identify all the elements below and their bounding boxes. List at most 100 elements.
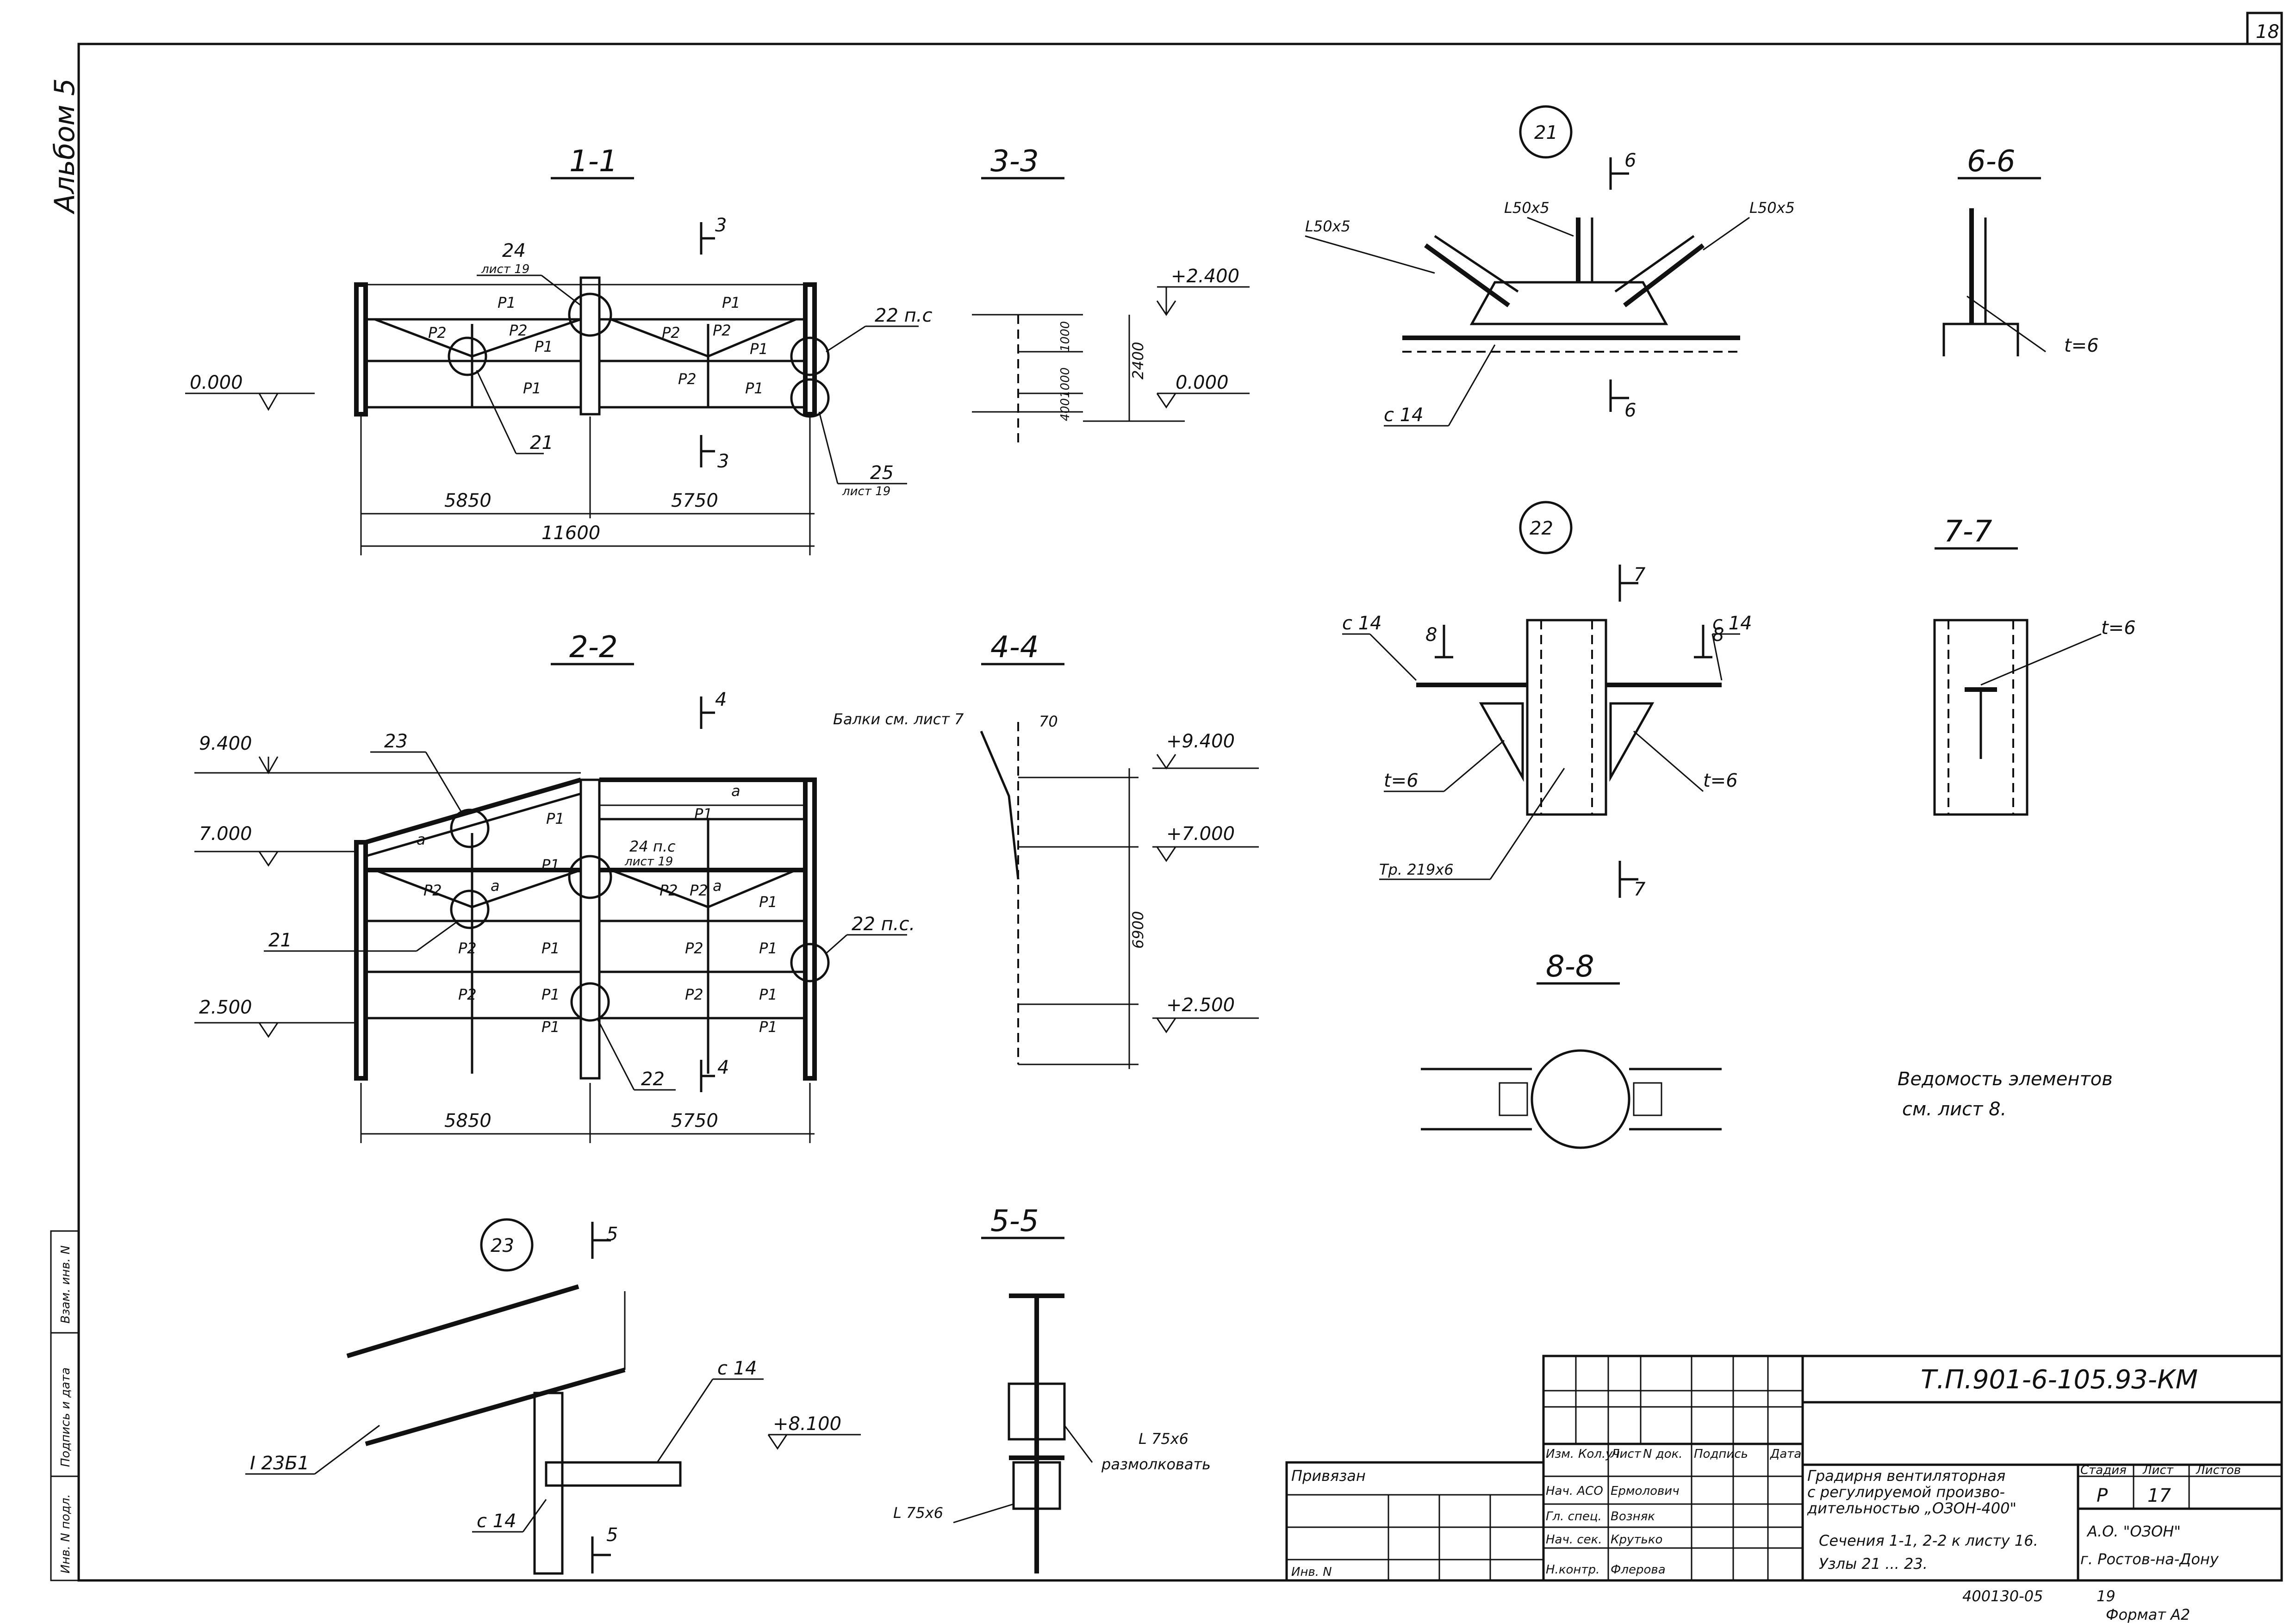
- svg-text:Р1: Р1: [541, 1018, 560, 1036]
- svg-text:Р1: Р1: [759, 893, 778, 911]
- svg-text:а: а: [491, 877, 500, 895]
- svg-text:8: 8: [1425, 624, 1437, 646]
- svg-text:5850: 5850: [444, 490, 492, 511]
- svg-text:лист 19: лист 19: [624, 855, 673, 869]
- stamp-bound: Привязан: [1291, 1467, 1366, 1485]
- svg-text:Р1: Р1: [541, 939, 560, 957]
- svg-text:5750: 5750: [671, 490, 718, 511]
- svg-text:лист 19: лист 19: [481, 262, 529, 276]
- svg-text:7-7: 7-7: [1944, 515, 1992, 549]
- svg-text:Р2: Р2: [660, 882, 678, 899]
- svg-text:г. Ростов-на-Дону: г. Ростов-на-Дону: [2080, 1550, 2219, 1568]
- svg-text:8: 8: [1712, 624, 1724, 646]
- stamp-inv: Инв. N: [1291, 1565, 1332, 1579]
- svg-text:Возняк: Возняк: [1611, 1510, 1655, 1524]
- svg-text:с 14: с 14: [717, 1358, 757, 1379]
- svg-text:Листов: Листов: [2196, 1463, 2241, 1477]
- node-21: 21 6 6 L50х5 L50х5 L50х5 с 14: [1305, 105, 1795, 427]
- footer-sheet: 19: [2097, 1587, 2116, 1605]
- node-21-bubble: [1519, 105, 1573, 159]
- svg-text:1000: 1000: [1058, 367, 1072, 398]
- svg-text:Тр. 219х6: Тр. 219х6: [1379, 861, 1454, 878]
- svg-text:2400: 2400: [1129, 342, 1147, 379]
- svg-text:Р2: Р2: [509, 322, 528, 339]
- section-8-8: 8-8: [1421, 950, 1722, 1149]
- svg-text:Р1: Р1: [541, 856, 560, 874]
- s22-level-3: 2.500: [199, 997, 252, 1018]
- svg-text:Р2: Р2: [678, 370, 697, 388]
- svg-text:23: 23: [384, 731, 408, 752]
- svg-text:Р: Р: [2097, 1485, 2108, 1506]
- svg-text:L50х5: L50х5: [1749, 199, 1795, 217]
- svg-text:Нач. АСО: Нач. АСО: [1546, 1484, 1603, 1498]
- svg-text:Р1: Р1: [759, 986, 778, 1003]
- svg-text:11600: 11600: [541, 522, 600, 544]
- node-24-callout: [568, 292, 612, 337]
- node-22: 22 7 7 с 14 с 14 8 8 t=6 t=6 Тр. 219х6: [1342, 501, 1752, 900]
- footer-num: 400130-05: [1962, 1587, 2043, 1605]
- album-label: Альбом 5: [49, 78, 81, 215]
- svg-text:+2.400: +2.400: [1171, 266, 1239, 287]
- svg-text:Р1: Р1: [722, 294, 740, 311]
- note-line-1: Ведомость элементов: [1898, 1069, 2113, 1090]
- section-5-5: 5-5 L 75х6 размолковать L 75х6: [893, 1204, 1211, 1573]
- sheet-frame: [77, 43, 2283, 1582]
- title-block: Привязан Инв. N Т.П.901-6-105.93-КМ Изм.…: [1285, 1355, 2283, 1582]
- svg-text:Лист: Лист: [2142, 1463, 2174, 1477]
- sheet-number: 18: [2256, 21, 2279, 43]
- svg-text:L 75х6: L 75х6: [893, 1504, 943, 1522]
- svg-text:5750: 5750: [671, 1110, 718, 1132]
- svg-text:Р2: Р2: [713, 322, 731, 339]
- svg-text:23: 23: [491, 1235, 514, 1256]
- svg-text:22: 22: [1530, 518, 1553, 539]
- svg-text:Лист: Лист: [1610, 1447, 1642, 1461]
- node-22-callout: [790, 336, 830, 376]
- sheet-number-box: [2246, 12, 2283, 45]
- s22-level-1: 9.400: [199, 733, 252, 754]
- stamp-code: Т.П.901-6-105.93-КМ: [1921, 1365, 2198, 1395]
- svg-text:размолковать: размолковать: [1101, 1455, 1211, 1473]
- svg-text:Гл. спец.: Гл. спец.: [1546, 1510, 1602, 1524]
- note-line-2: см. лист 8.: [1902, 1099, 2006, 1120]
- svg-text:6-6: 6-6: [1967, 144, 2016, 179]
- svg-text:I 23Б1: I 23Б1: [250, 1453, 309, 1474]
- node-23: 23 5 5 с 14 с 14 I 23Б1 +8.100: [245, 1218, 861, 1575]
- svg-text:3: 3: [717, 451, 729, 472]
- svg-text:Р1: Р1: [759, 1018, 778, 1036]
- svg-text:L50х5: L50х5: [1305, 218, 1350, 235]
- svg-text:с регулируемой произво-: с регулируемой произво-: [1807, 1483, 2005, 1501]
- column-left: [354, 282, 368, 417]
- svg-text:Флерова: Флерова: [1611, 1563, 1666, 1577]
- svg-text:t=6: t=6: [2064, 335, 2099, 356]
- svg-text:А.О. "ОЗОН": А.О. "ОЗОН": [2086, 1523, 2181, 1540]
- svg-text:24 п.с: 24 п.с: [629, 838, 676, 855]
- svg-text:Изм.: Изм.: [1546, 1447, 1574, 1461]
- section-1-1: 1-1 Р1 Р2 Р2 Р1 Р1 Р1 Р2 Р2 Р1 Р1 Р2: [185, 144, 932, 555]
- svg-text:а: а: [731, 782, 740, 800]
- svg-text:N док.: N док.: [1643, 1447, 1683, 1461]
- svg-text:5850: 5850: [444, 1110, 492, 1132]
- svg-text:0.000: 0.000: [1176, 372, 1229, 393]
- svg-text:Дата: Дата: [1770, 1447, 1801, 1461]
- svg-text:Р1: Р1: [498, 294, 516, 311]
- svg-text:22 п.с: 22 п.с: [875, 305, 932, 326]
- svg-text:Р1: Р1: [541, 986, 560, 1003]
- svg-text:8-8: 8-8: [1546, 950, 1594, 984]
- strip-repl: Взам. инв. N: [59, 1245, 73, 1324]
- svg-text:6: 6: [1624, 400, 1636, 421]
- section-6-6: 6-6 t=6: [1942, 144, 2099, 356]
- svg-text:с 14: с 14: [477, 1511, 516, 1532]
- svg-text:t=6: t=6: [1703, 770, 1738, 791]
- svg-text:Р2: Р2: [428, 324, 447, 342]
- svg-text:Р1: Р1: [546, 810, 565, 827]
- svg-text:5: 5: [606, 1524, 618, 1546]
- svg-text:5: 5: [606, 1224, 618, 1245]
- svg-text:21: 21: [1534, 122, 1558, 143]
- svg-text:4-4: 4-4: [990, 630, 1039, 665]
- s11-level: 0.000: [190, 372, 243, 393]
- svg-text:Р1: Р1: [535, 338, 553, 355]
- left-approval-strip: Инв. N подл. Подпись и дата Взам. инв. N: [50, 1230, 80, 1581]
- section-7-7: 7-7 t=6: [1933, 515, 2136, 816]
- svg-text:400: 400: [1058, 398, 1072, 421]
- svg-text:t=6: t=6: [2101, 617, 2136, 639]
